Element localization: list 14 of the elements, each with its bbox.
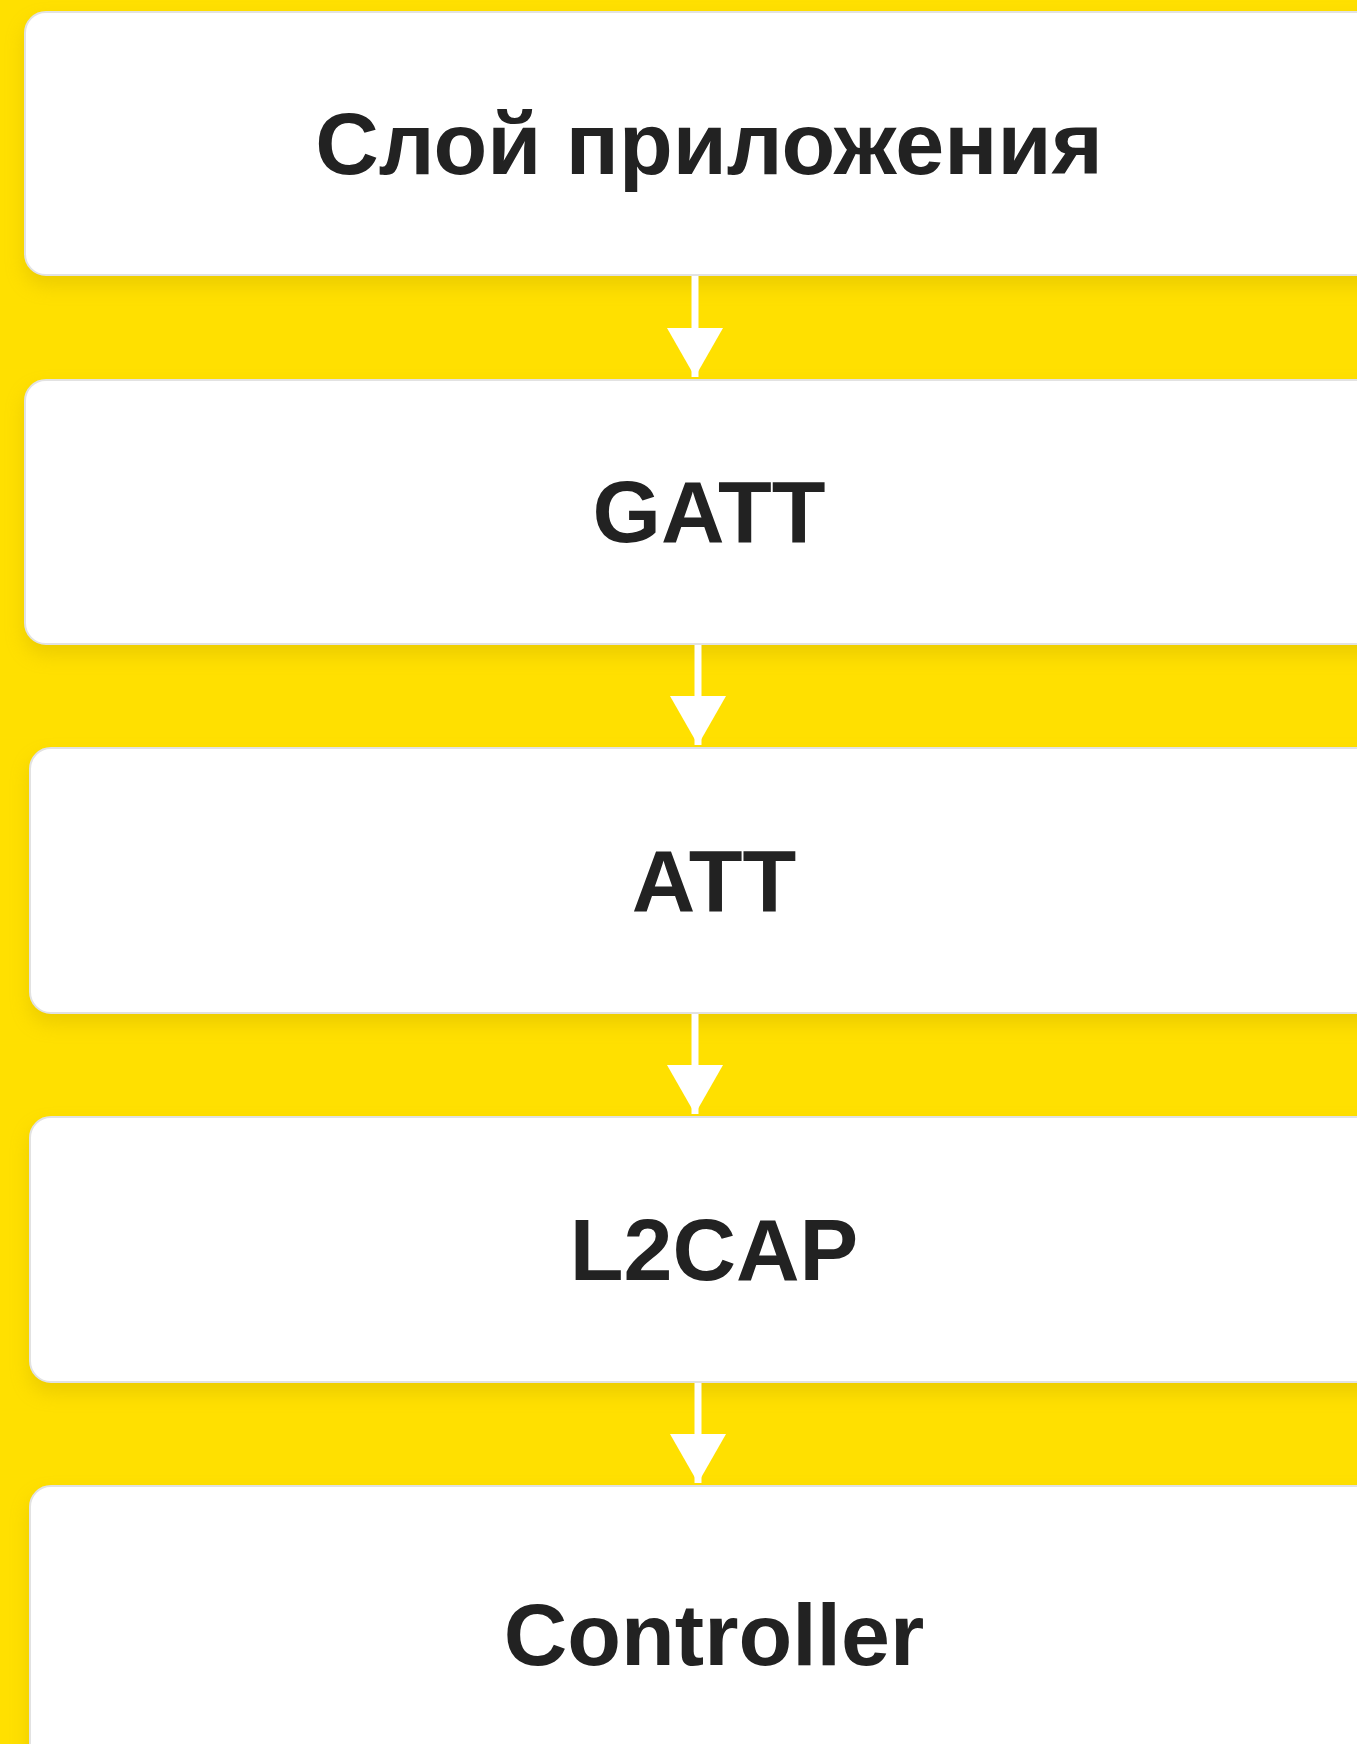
layer-box	[29, 1485, 1357, 1744]
arrow	[670, 1383, 726, 1483]
layer-box	[24, 379, 1357, 645]
layer-label: L2CAP	[569, 1198, 859, 1301]
arrow	[670, 645, 726, 745]
layer-box	[24, 11, 1357, 276]
layer-label: GATT	[592, 461, 826, 563]
layer-label: ATT	[631, 829, 797, 932]
layer-box	[29, 1116, 1357, 1383]
layer-label: Слой приложения	[315, 92, 1103, 195]
layer-box	[29, 747, 1357, 1014]
arrow	[667, 276, 723, 377]
layer-label: Controller	[503, 1584, 925, 1686]
arrow	[667, 1014, 723, 1114]
